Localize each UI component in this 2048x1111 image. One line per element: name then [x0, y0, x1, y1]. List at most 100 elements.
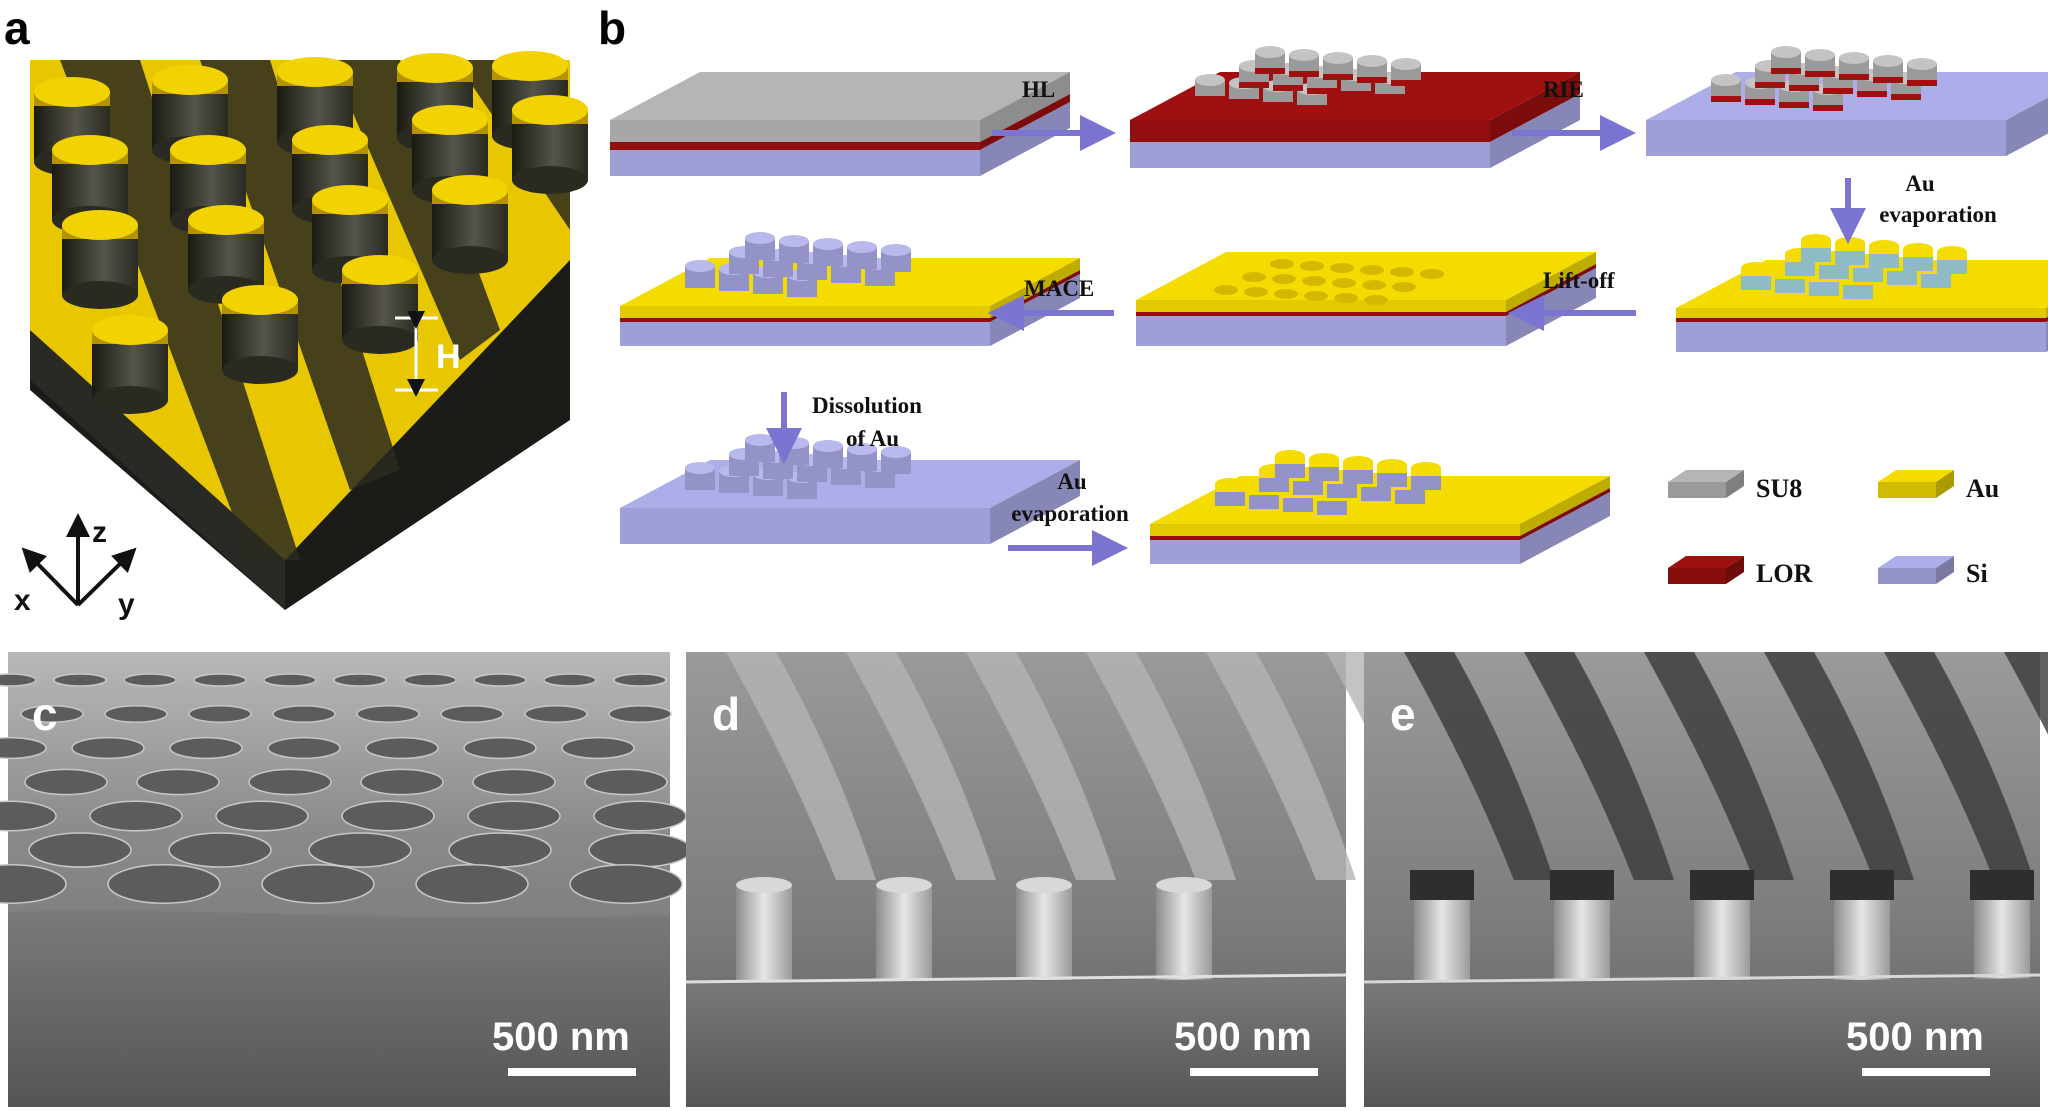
hole — [104, 705, 168, 723]
hole — [472, 768, 556, 796]
cylinder-top — [1839, 52, 1869, 64]
pillar-base — [92, 386, 168, 414]
hole — [1214, 285, 1238, 295]
cylinder-top — [1741, 262, 1771, 274]
cylinder-top — [1411, 462, 1441, 474]
panel-b: b HL RIE Au evaporation Lift-off MACE Di… — [598, 2, 2048, 588]
slab-front — [1150, 524, 1520, 536]
panel-c-letter: c — [32, 688, 58, 740]
cylinder-top — [1771, 46, 1801, 58]
cylinder-top — [1289, 49, 1319, 61]
hole — [267, 736, 341, 760]
step-lift-off — [1136, 252, 1596, 346]
cylinder-band — [1289, 71, 1319, 77]
slab-front — [1676, 322, 2046, 352]
cylinder-body — [787, 477, 817, 499]
panel-c: c 500 nm — [0, 652, 692, 1107]
hole — [524, 705, 588, 723]
slab-side — [980, 102, 1070, 176]
slab-front — [1676, 308, 2046, 318]
cylinder-top — [813, 238, 843, 250]
pillar-cap — [1410, 870, 1474, 900]
pillar-base — [512, 166, 588, 194]
pillar-base — [432, 246, 508, 274]
cylinder-band — [1813, 105, 1843, 111]
hole — [71, 736, 145, 760]
axis-y-label: y — [118, 588, 135, 621]
cylinder-body — [685, 468, 715, 490]
hole — [0, 800, 57, 832]
hole — [89, 800, 183, 832]
panel-c-scale-label: 500 nm — [492, 1015, 630, 1059]
pillar-row — [1764, 652, 1914, 880]
legend-swatch-si — [1878, 556, 1954, 584]
slab-front — [1646, 120, 2006, 156]
slab-front — [1150, 536, 1520, 540]
cylinder-band — [1779, 102, 1809, 108]
swatch-side — [1726, 556, 1744, 584]
cylinder-top — [685, 260, 715, 272]
pillar-cap-top — [92, 315, 168, 345]
cylinder-top — [1275, 450, 1305, 462]
cylinder-band — [1839, 74, 1869, 80]
cylinder-band — [1745, 99, 1775, 105]
pillar-cap-top — [152, 65, 228, 95]
swatch-top — [1668, 470, 1744, 482]
cylinder-top — [1869, 240, 1899, 252]
cylinder-top — [1195, 74, 1225, 86]
step-label-au-evap-1-line2: evaporation — [1879, 202, 1997, 227]
cylinder-band — [1357, 77, 1387, 83]
cylinder-band — [1755, 82, 1785, 88]
panel-a-letter: a — [4, 2, 30, 54]
pillar-row — [1524, 652, 1674, 880]
cylinder-body — [685, 266, 715, 288]
hole — [263, 673, 317, 687]
pillar-cap — [1690, 870, 1754, 900]
pillar-cap-top — [188, 205, 264, 235]
cylinder-band — [1711, 96, 1741, 102]
hole — [136, 768, 220, 796]
panel-a: H z x y a — [4, 2, 588, 621]
pillar-cap-top — [292, 125, 368, 155]
axis-z-label: z — [92, 516, 107, 549]
hole — [188, 705, 252, 723]
swatch-front — [1668, 482, 1726, 498]
cylinder-band — [1771, 68, 1801, 74]
hole — [584, 768, 668, 796]
swatch-top — [1878, 470, 1954, 482]
pillar — [1974, 885, 2030, 980]
hole-array — [0, 673, 692, 904]
legend-label-lor: LOR — [1756, 559, 1813, 588]
cylinder-top — [1343, 456, 1373, 468]
swatch-side — [1936, 470, 1954, 498]
pillars — [34, 51, 588, 414]
hole — [403, 673, 457, 687]
cylinder-body — [847, 449, 877, 471]
hole — [0, 864, 67, 904]
pillar-row — [846, 652, 996, 880]
cylinder-top — [1907, 58, 1937, 70]
pillar-cap-top — [170, 135, 246, 165]
swatch-side — [1726, 470, 1744, 498]
pillar-row — [1404, 652, 1554, 880]
panel-e-letter: e — [1390, 688, 1416, 740]
cylinder-band — [1391, 80, 1421, 86]
legend-swatch-su8 — [1668, 470, 1744, 498]
pillar-cap-top — [62, 210, 138, 240]
cylinder-body — [881, 452, 911, 474]
hole — [1364, 295, 1388, 305]
cylinder-body — [779, 241, 809, 263]
slab-side — [1490, 72, 1580, 142]
hole — [1272, 274, 1296, 284]
step-label-au-evap-2-line2: evaporation — [1011, 501, 1129, 526]
cylinder-band — [1297, 105, 1327, 111]
hole — [123, 673, 177, 687]
cylinder-band — [1239, 82, 1269, 88]
pillar-cap-top — [342, 255, 418, 285]
pillar-cap-top — [312, 185, 388, 215]
slab-side — [1520, 492, 1610, 564]
step-rie — [1646, 46, 2048, 156]
cylinder-top — [847, 241, 877, 253]
cylinder-top — [1711, 74, 1741, 86]
pillar-top — [1016, 877, 1072, 893]
